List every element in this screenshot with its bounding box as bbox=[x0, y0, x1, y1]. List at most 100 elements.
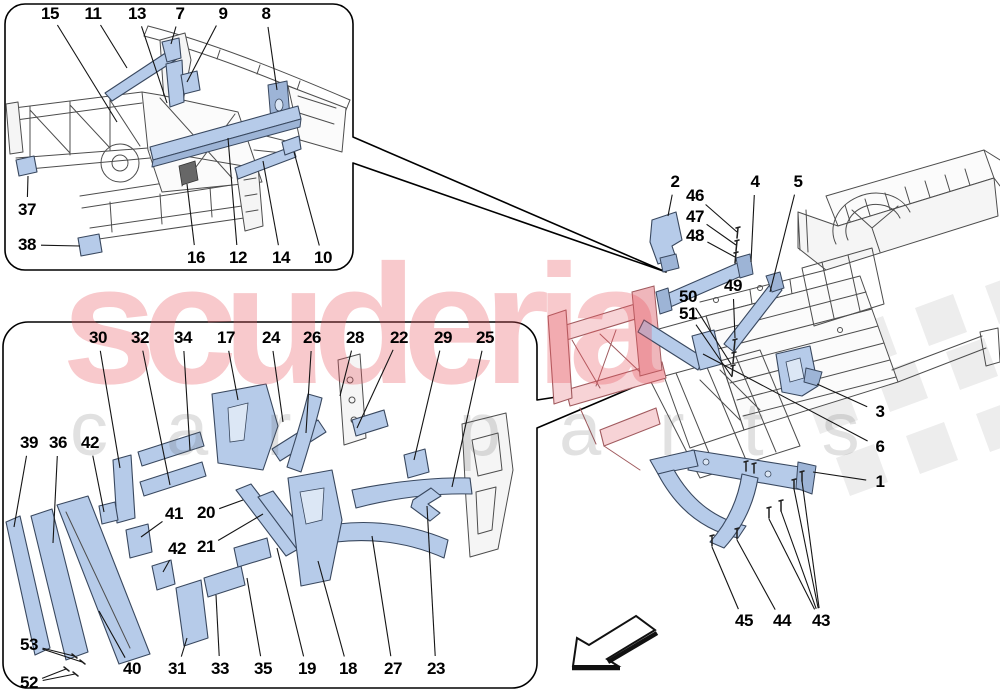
inset-box-top-left bbox=[4, 3, 667, 273]
leader-line-6 bbox=[702, 353, 868, 442]
leader-line-22 bbox=[356, 349, 394, 429]
part-1-subframe-crossbeam bbox=[687, 449, 807, 491]
part-38-block bbox=[77, 233, 103, 257]
leader-line-7 bbox=[170, 26, 177, 45]
part-39-rail bbox=[5, 515, 51, 656]
part-33-block bbox=[203, 565, 246, 598]
callout-label-31: 31 bbox=[168, 659, 186, 678]
callout-label-8: 8 bbox=[261, 4, 271, 23]
callout-label-44: 44 bbox=[773, 611, 791, 630]
part-6-brace bbox=[637, 319, 705, 371]
callout-label-18: 18 bbox=[339, 659, 357, 678]
leader-line-8 bbox=[267, 26, 278, 91]
leader-line-40 bbox=[98, 610, 126, 658]
callout-label-39: 39 bbox=[20, 433, 38, 452]
leader-line-15 bbox=[56, 24, 118, 123]
center-bracket bbox=[691, 329, 723, 371]
leader-line-14 bbox=[262, 160, 279, 246]
callout-label-42: 42 bbox=[168, 539, 186, 558]
part-22-beam bbox=[351, 409, 389, 437]
part-31-pillar bbox=[175, 579, 209, 647]
leader-line-52 bbox=[41, 668, 67, 679]
callout-label-35: 35 bbox=[254, 659, 272, 678]
part-8-bracket bbox=[267, 80, 292, 134]
highlighted-main-parts bbox=[637, 211, 823, 549]
leader-line-18 bbox=[317, 560, 345, 657]
rear-deck bbox=[825, 149, 995, 227]
part-32-beam bbox=[139, 461, 207, 497]
part-4-brace bbox=[661, 261, 747, 309]
leader-line-9 bbox=[186, 25, 217, 83]
part-18-plate bbox=[287, 469, 343, 587]
part-3-bracket bbox=[775, 345, 819, 397]
fasteners-52-53 bbox=[63, 653, 86, 677]
part-42-clip-b bbox=[151, 559, 176, 591]
part-19-rail bbox=[257, 490, 323, 565]
callout-label-15: 15 bbox=[41, 4, 59, 23]
engine-bay-floor bbox=[705, 275, 899, 431]
callout-label-43: 43 bbox=[812, 611, 830, 630]
leader-line-1 bbox=[812, 471, 867, 481]
leader-line-51 bbox=[695, 324, 733, 378]
leader-line-28 bbox=[339, 350, 353, 397]
callout-label-32: 32 bbox=[131, 328, 149, 347]
leader-line-17 bbox=[228, 350, 239, 401]
callout-label-1: 1 bbox=[875, 472, 885, 491]
leader-line-30 bbox=[99, 350, 121, 469]
part-1-subframe-left-ear bbox=[649, 449, 699, 475]
part-12-beam bbox=[149, 105, 302, 161]
leader-line-2 bbox=[667, 194, 673, 217]
callout-label-41: 41 bbox=[165, 504, 183, 523]
front-section-tinted bbox=[547, 285, 667, 471]
leader-line-43 bbox=[793, 488, 819, 609]
leader-line-42 bbox=[162, 559, 171, 573]
leader-line-16 bbox=[186, 183, 195, 246]
leader-line-29 bbox=[413, 350, 441, 461]
part-7-pillar-top bbox=[161, 37, 182, 63]
callout-label-16: 16 bbox=[187, 248, 205, 267]
inset-box-bottom-left bbox=[2, 321, 642, 689]
callout-label-5: 5 bbox=[793, 172, 803, 191]
callout-label-26: 26 bbox=[303, 328, 321, 347]
callout-label-46: 46 bbox=[686, 186, 704, 205]
direction-arrow bbox=[571, 614, 659, 671]
callout-label-38: 38 bbox=[18, 235, 36, 254]
callout-label-20: 20 bbox=[197, 503, 215, 522]
callout-label-37: 37 bbox=[18, 200, 36, 219]
part-10-wedge bbox=[281, 135, 302, 156]
leader-line-23 bbox=[426, 505, 436, 657]
part-5-brace bbox=[723, 281, 783, 353]
leader-line-50 bbox=[695, 307, 732, 365]
callout-label-10: 10 bbox=[314, 248, 332, 267]
fasteners-main bbox=[709, 226, 805, 547]
callout-label-42: 42 bbox=[81, 433, 99, 452]
leader-line-20 bbox=[219, 499, 244, 510]
front-chassis-inset-art bbox=[5, 25, 351, 257]
leader-line-5 bbox=[769, 194, 796, 293]
callout-label-3: 3 bbox=[875, 402, 885, 421]
part-14-beam bbox=[234, 145, 297, 180]
callout-label-48: 48 bbox=[686, 226, 704, 245]
callout-label-53: 53 bbox=[20, 635, 38, 654]
part-16-bracket bbox=[178, 160, 199, 186]
watermark-brand-text: scuderia bbox=[62, 230, 663, 420]
leader-line-37 bbox=[26, 175, 29, 198]
callout-label-36: 36 bbox=[49, 433, 67, 452]
callout-label-24: 24 bbox=[262, 328, 280, 347]
part-41-clip bbox=[125, 523, 153, 559]
leader-line-12 bbox=[227, 137, 238, 246]
part-30-upright bbox=[112, 454, 136, 524]
leader-line-35 bbox=[246, 577, 262, 657]
leader-line-42 bbox=[92, 455, 105, 513]
leader-line-53 bbox=[42, 648, 83, 663]
windshield-pillar-plate bbox=[159, 32, 192, 117]
callout-label-9: 9 bbox=[218, 4, 228, 23]
callout-label-51: 51 bbox=[679, 304, 697, 323]
leader-line-48 bbox=[707, 241, 736, 258]
part-20-21-rail bbox=[235, 483, 301, 557]
leader-line-41 bbox=[140, 520, 163, 538]
leader-line-43 bbox=[801, 480, 820, 609]
leader-line-43 bbox=[780, 510, 817, 609]
